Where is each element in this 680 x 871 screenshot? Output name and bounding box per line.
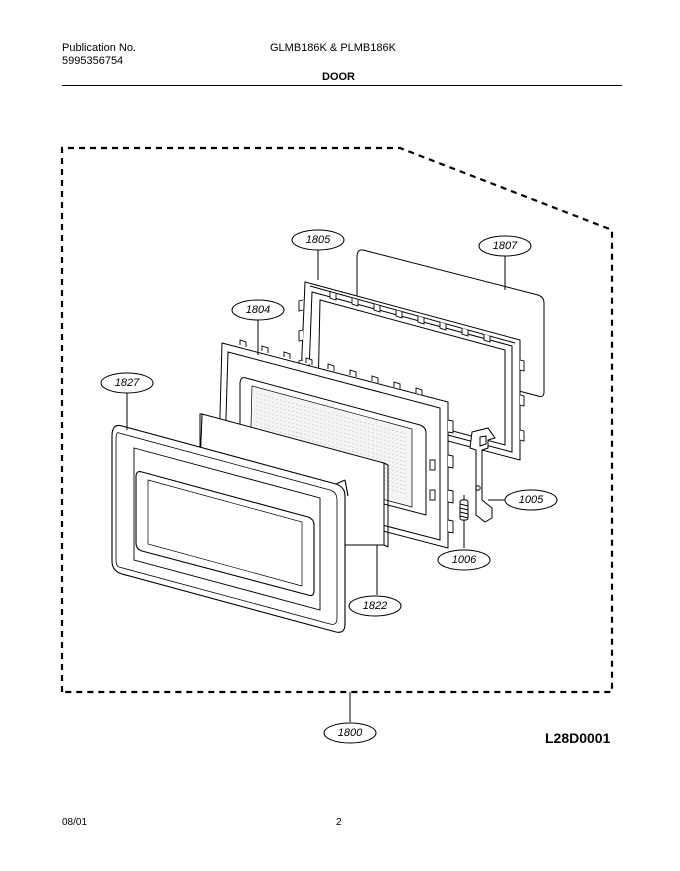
leader-lines [126, 250, 506, 722]
part-1006-spring [459, 495, 469, 521]
publication-label: Publication No. [62, 42, 136, 54]
header-rule [62, 85, 622, 86]
callout-1005-bubble [504, 489, 558, 511]
callout-1807-label: 1807 [493, 240, 518, 252]
section-title: DOOR [322, 71, 355, 83]
callout-1827-bubble [100, 372, 154, 394]
callout-1822-label: 1822 [363, 600, 387, 612]
callout-1822-bubble [348, 595, 402, 617]
callout-1804-label: 1804 [246, 304, 270, 316]
part-1827-outer-door [111, 424, 349, 633]
callout-1005-label: 1005 [519, 494, 544, 506]
callout-1006-label: 1006 [452, 554, 477, 566]
callout-1800-label: 1800 [338, 727, 363, 739]
callout-1805-bubble [291, 229, 345, 251]
page-number: 2 [336, 817, 342, 828]
callout-1827-label: 1827 [115, 377, 140, 389]
callout-1800-bubble [323, 722, 377, 744]
drawing-id: L28D0001 [545, 730, 611, 746]
publication-number: 5995356754 [62, 55, 124, 67]
model-numbers: GLMB186K & PLMB186K [270, 42, 396, 54]
callout-1807-bubble [478, 235, 532, 257]
footer-date: 08/01 [62, 817, 88, 828]
callout-1804-bubble [231, 299, 285, 321]
callout-1805-label: 1805 [306, 234, 331, 246]
part-1005-latch [469, 427, 496, 523]
assembly-boundary [60, 146, 614, 694]
callout-1006-bubble [437, 549, 491, 571]
